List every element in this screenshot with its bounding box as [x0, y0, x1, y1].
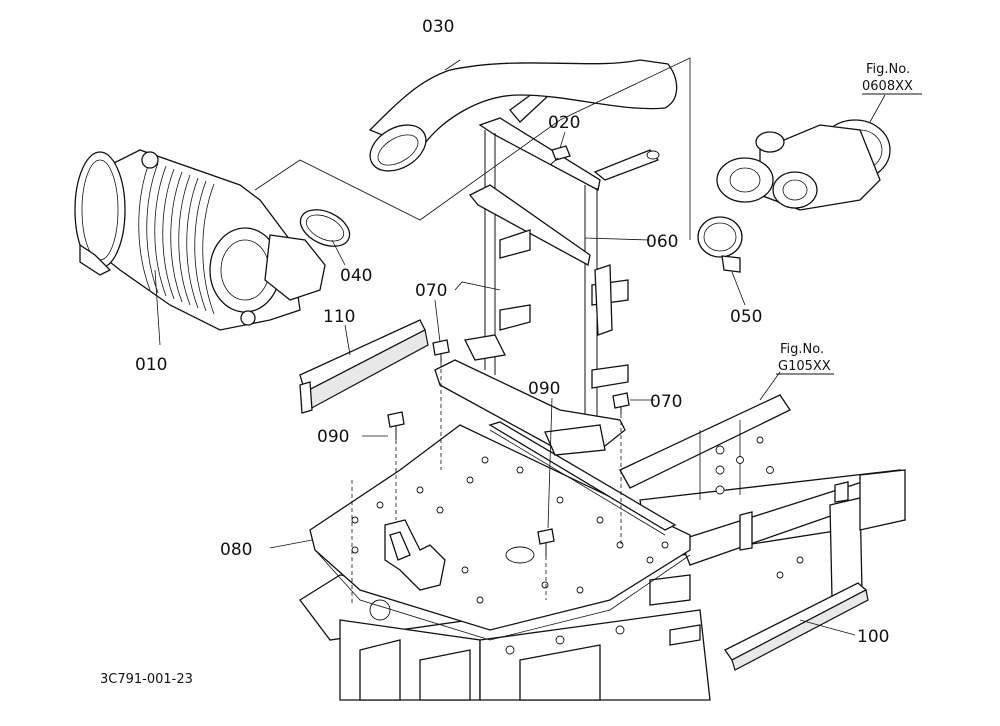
callout-090-left: 090 [317, 427, 349, 447]
hose-clamp-040 [299, 209, 351, 247]
callout-110: 110 [323, 307, 355, 327]
callout-090-center: 090 [528, 379, 560, 399]
bolt-020 [549, 145, 571, 166]
turbocharger [716, 119, 891, 211]
callout-labels: 030 020 060 040 050 010 070 110 090 070 … [135, 17, 889, 647]
bracket-110 [299, 319, 429, 414]
fig-ref-g105xx: Fig.No. G105XX [776, 342, 834, 375]
bolt-090-center [537, 528, 555, 556]
callout-080: 080 [220, 540, 252, 560]
bolt-070-left [432, 339, 450, 362]
base-plate-080 [309, 421, 691, 641]
callout-010: 010 [135, 355, 167, 375]
callout-070-left: 070 [415, 281, 447, 301]
stand-060 [434, 87, 660, 456]
callout-020: 020 [548, 113, 580, 133]
svg-text:G105XX: G105XX [778, 359, 831, 374]
callout-060: 060 [646, 232, 678, 252]
svg-text:Fig.No.: Fig.No. [780, 342, 824, 357]
air-cleaner-010 [74, 149, 326, 331]
bolt-070-right [612, 392, 630, 414]
fig-ref-0608xx: Fig.No. 0608XX [862, 62, 922, 95]
drawing-code: 3C791-001-23 [100, 672, 193, 687]
bar-100 [724, 582, 869, 671]
callout-100: 100 [857, 627, 889, 647]
callout-050: 050 [730, 307, 762, 327]
svg-text:0608XX: 0608XX [862, 79, 913, 94]
leader-lines [154, 57, 886, 636]
callout-030: 030 [422, 17, 454, 37]
hose-clamp-050 [697, 216, 743, 273]
air-duct-030 [368, 59, 678, 172]
svg-text:Fig.No.: Fig.No. [866, 62, 910, 77]
callout-040: 040 [340, 266, 372, 286]
bolt-090-left [387, 411, 405, 440]
callout-070-right: 070 [650, 392, 682, 412]
